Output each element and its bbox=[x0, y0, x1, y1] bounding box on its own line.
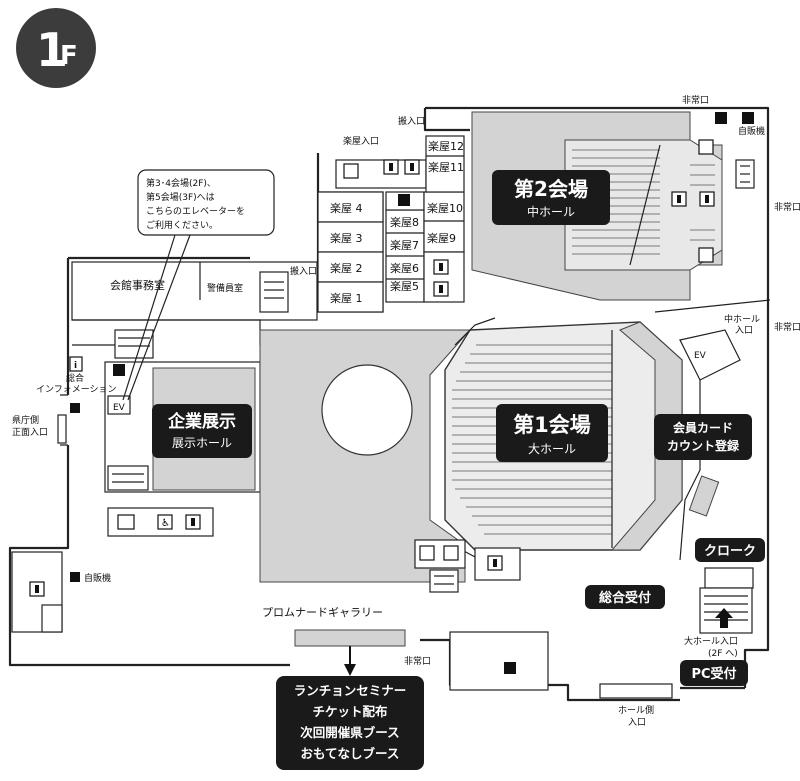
carry-in-top-label: 搬入口 bbox=[398, 115, 425, 127]
guard-room-label: 警備員室 bbox=[207, 282, 243, 294]
green-rooms: 楽屋 4 楽屋 3 楽屋 2 楽屋 1 楽屋8 楽屋7 楽屋6 楽屋5 楽屋10… bbox=[317, 115, 465, 313]
expo-subtitle: 展示ホール bbox=[172, 436, 232, 450]
hall1-subtitle: 大ホール bbox=[528, 442, 576, 456]
accessible-icon-lobby-1 bbox=[419, 545, 435, 561]
svg-text:i: i bbox=[74, 361, 77, 371]
hall-1: 第1会場 大ホール bbox=[444, 317, 683, 581]
emergency-exit-right-2: 非常口 bbox=[774, 321, 800, 333]
hall-2: 自販機 非常口 第2会場 中ホール bbox=[471, 94, 765, 301]
big-hall-entrance-2: (2F へ) bbox=[708, 649, 738, 659]
emergency-exit-bottom: 非常口 bbox=[404, 655, 431, 667]
accessible-icon-lobby-2 bbox=[443, 545, 459, 561]
green-room-7: 楽屋7 bbox=[390, 239, 419, 252]
vending-icon bbox=[117, 514, 135, 530]
note-line-2: 第5会場(3F)へは bbox=[146, 191, 215, 203]
green-room-entrance-label: 楽屋入口 bbox=[343, 135, 379, 147]
callout-line-2: チケット配布 bbox=[312, 704, 388, 719]
ev-left-label: EV bbox=[113, 403, 126, 413]
green-room-12: 楽屋12 bbox=[428, 140, 464, 153]
pref-entrance-label-1: 県庁側 bbox=[12, 414, 39, 426]
expo-hall: EV 企業展示 展示ホール bbox=[104, 361, 261, 493]
member-card-sign: 会員カード カウント登録 bbox=[654, 414, 752, 460]
svg-text:♿: ♿ bbox=[161, 518, 170, 529]
vending-icon-top-right bbox=[742, 112, 754, 124]
phone-icon bbox=[70, 403, 80, 413]
floor-unit: F bbox=[60, 41, 78, 71]
cloak-label: クローク bbox=[704, 544, 756, 559]
up-arrow-icon bbox=[715, 608, 733, 628]
info-label-2: インフォメーション bbox=[36, 385, 117, 395]
emergency-exit-right-1: 非常口 bbox=[774, 201, 800, 213]
vending-icon-green bbox=[398, 194, 410, 206]
accessible-icon-hall2-2 bbox=[698, 247, 714, 263]
phone-icon-2 bbox=[113, 364, 125, 376]
note-line-3: こちらのエレベーターを bbox=[146, 206, 245, 217]
green-room-2: 楽屋 2 bbox=[330, 262, 363, 275]
green-room-9: 楽屋9 bbox=[427, 232, 456, 245]
big-hall-entrance-1: 大ホール入口 bbox=[684, 635, 738, 647]
note-line-1: 第3･4会場(2F)、 bbox=[146, 177, 216, 189]
lower-center-facilities bbox=[414, 539, 521, 593]
emergency-exit-top: 非常口 bbox=[682, 94, 709, 106]
green-room-10: 楽屋10 bbox=[427, 202, 463, 215]
lobby-circle bbox=[321, 364, 413, 456]
vending-icon-left bbox=[70, 572, 80, 582]
ev-right-label: EV bbox=[694, 351, 707, 361]
hall-side-entrance-2: 入口 bbox=[628, 717, 646, 728]
note-line-4: ご利用ください。 bbox=[146, 219, 218, 231]
vending-icon-top bbox=[343, 163, 359, 179]
hall-side-entrance-1: ホール側 bbox=[618, 704, 654, 716]
floor-badge: 1 F bbox=[16, 8, 96, 88]
green-room-8: 楽屋8 bbox=[390, 216, 419, 229]
hall1-title: 第1会場 bbox=[513, 413, 591, 437]
pref-entrance-label-2: 正面入口 bbox=[12, 427, 48, 438]
green-room-3: 楽屋 3 bbox=[330, 232, 363, 245]
green-room-5: 楽屋5 bbox=[390, 280, 419, 293]
left-office-block: 会館事務室 警備員室 搬入口 bbox=[71, 261, 318, 359]
callout-line-1: ランチョンセミナー bbox=[294, 683, 407, 698]
green-room-1: 楽屋 1 bbox=[330, 292, 363, 305]
bottom-area: プロムナードギャラリー 非常口 ホール側 入口 bbox=[262, 606, 673, 728]
elevator-note: 第3･4会場(2F)、 第5会場(3F)へは こちらのエレベーターを ご利用くだ… bbox=[122, 169, 275, 401]
hall2-title: 第2会場 bbox=[514, 177, 588, 201]
expo-title: 企業展示 bbox=[167, 411, 236, 432]
phone-icon-top bbox=[715, 112, 727, 124]
right-side: EV 中ホール 入口 非常口 非常口 bbox=[654, 201, 800, 561]
vending-top-label: 自販機 bbox=[738, 125, 765, 137]
member-card-line-1: 会員カード bbox=[673, 420, 733, 435]
info-area: i 総合 インフォメーション 県庁側 正面入口 bbox=[12, 356, 125, 444]
callout-line-3: 次回開催県ブース bbox=[300, 725, 399, 740]
vending-left-label: 自販機 bbox=[84, 572, 111, 584]
mid-hall-entrance-1: 中ホール bbox=[724, 313, 760, 325]
lower-left-facilities: ♿ 自販機 bbox=[11, 507, 214, 633]
promenade-callout: ランチョンセミナー チケット配布 次回開催県ブース おもてなしブース bbox=[276, 676, 424, 770]
reception-area: クローク 大ホール入口 (2F へ) 総合受付 PC受付 bbox=[585, 538, 765, 686]
floor-number: 1 bbox=[36, 23, 68, 77]
central-lobby bbox=[259, 329, 472, 583]
green-room-11: 楽屋11 bbox=[428, 161, 464, 174]
hall2-subtitle: 中ホール bbox=[527, 204, 575, 219]
callout-line-4: おもてなしブース bbox=[301, 746, 400, 761]
green-room-6: 楽屋6 bbox=[390, 262, 419, 275]
info-label-1: 総合 bbox=[66, 372, 84, 384]
accessible-icon-hall2-1 bbox=[698, 139, 714, 155]
green-room-4: 楽屋 4 bbox=[330, 202, 363, 215]
general-reception-label: 総合受付 bbox=[599, 590, 651, 606]
mid-hall-entrance-2: 入口 bbox=[735, 325, 753, 336]
promenade-label: プロムナードギャラリー bbox=[262, 606, 383, 619]
member-card-line-2: カウント登録 bbox=[667, 438, 740, 453]
office-label: 会館事務室 bbox=[110, 278, 165, 292]
pc-reception-label: PC受付 bbox=[691, 666, 736, 682]
accessible-icon bbox=[157, 514, 173, 530]
carry-in-left-label: 搬入口 bbox=[290, 265, 317, 277]
